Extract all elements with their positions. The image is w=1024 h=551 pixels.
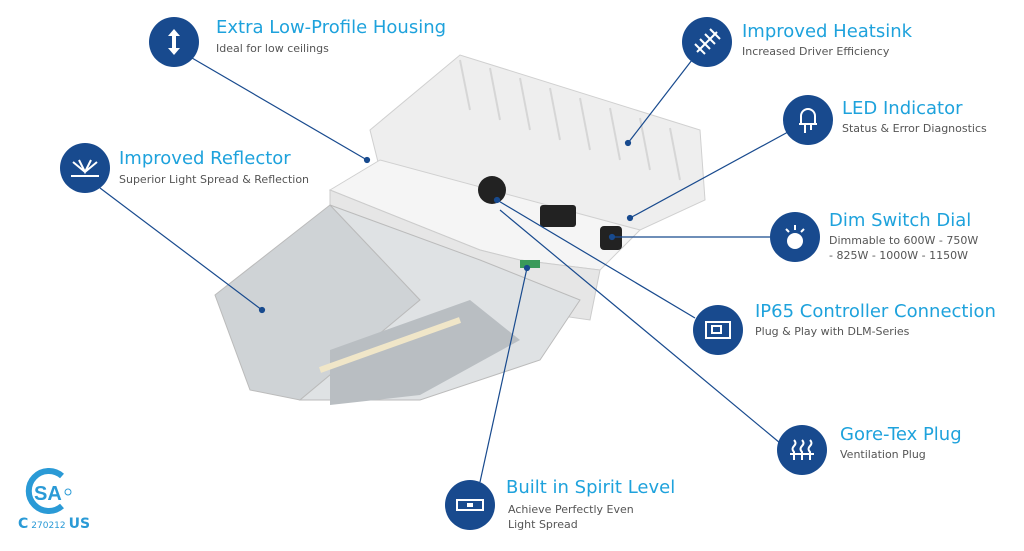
reflector-icon [60,143,110,193]
feature-subtitle: Achieve Perfectly Even [508,503,634,516]
controller-icon [693,305,743,355]
led-bulb-icon [783,95,833,145]
csa-c: C [18,516,29,532]
csa-certification-logo: SA C 270212 US [18,468,90,532]
feature-subtitle: Ideal for low ceilings [216,42,329,55]
csa-number: 270212 [31,521,66,531]
feature-title: Improved Heatsink [742,21,913,42]
feature-title: Dim Switch Dial [829,210,972,231]
feature-subtitle: Status & Error Diagnostics [842,122,987,135]
heatsink-fins [459,59,681,181]
feature-subtitle: Ventilation Plug [840,448,926,461]
power-socket [540,205,576,227]
spirit-level-icon [445,480,495,530]
csa-us: US [68,516,91,532]
csa-logo-mark: SA [25,468,72,514]
feature-subtitle: Plug & Play with DLM-Series [755,325,910,338]
lamp-bulb [318,317,462,373]
dial-icon [770,212,820,262]
feature-subtitle-line2: Light Spread [508,518,578,531]
reflector-inner [330,300,520,405]
feature-title: Improved Reflector [119,148,291,169]
feature-title: LED Indicator [842,98,963,119]
svg-text:SA: SA [34,483,62,505]
feature-subtitle: Dimmable to 600W - 750W [829,234,979,247]
feature-title: IP65 Controller Connection [755,301,996,322]
spirit-level [520,260,540,268]
arrows-vertical-icon [149,17,199,67]
feature-subtitle: Superior Light Spread & Reflection [119,173,310,186]
heatsink-icon [682,17,732,67]
feature-subtitle-line2: - 825W - 1000W - 1150W [829,249,969,262]
callout-connectors [99,57,789,483]
feature-title: Gore-Tex Plug [840,424,962,445]
feature-subtitle: Increased Driver Efficiency [742,45,890,58]
controller-port [478,176,506,204]
feature-title: Extra Low-Profile Housing [216,17,447,38]
vent-plug-icon [777,425,827,475]
feature-title: Built in Spirit Level [506,477,676,498]
